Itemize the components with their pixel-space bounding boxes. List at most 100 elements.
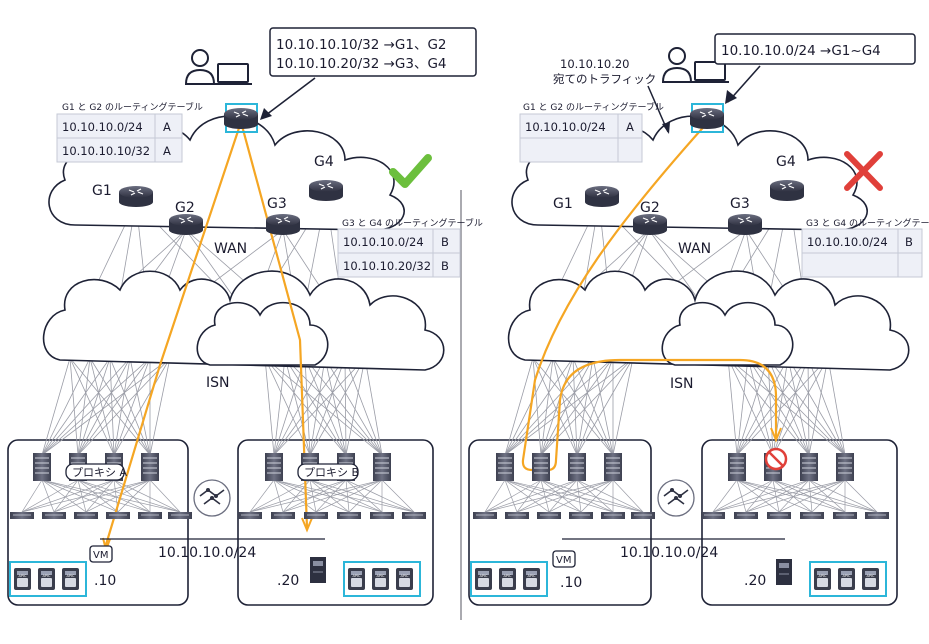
leaf-switch-icon [303,511,329,520]
apic-cluster-a [470,561,548,597]
route-callout [714,33,916,65]
leaf-switch-icon [336,511,362,520]
arrowhead [770,427,782,443]
multisite-icon [657,479,695,517]
leaf-switch-icon [167,511,193,520]
apic-icon [396,568,413,590]
vm-label: VM [556,555,571,566]
leaf-switch-icon [600,511,626,520]
pod-a-box [468,439,652,606]
callout-line-2: 10.10.10.20/32 →G3、G4 [276,56,447,72]
router-g3 [265,213,301,236]
apic-icon [348,568,365,590]
g34-row-1-prefix: 10.10.10.0/24 [807,235,888,249]
apic-cluster-b [343,561,421,597]
arrowhead [301,517,313,533]
traffic-label-arrowhead [662,122,670,134]
proxy-b-label: プロキシ B [304,466,359,479]
spine-switch-icon [835,452,855,482]
label-isn: ISN [206,375,230,391]
proxy-b-badge [297,463,359,481]
server-icon [309,556,327,584]
router-g4 [769,179,805,202]
host-20-label: .20 [277,573,299,589]
pod-a-box [7,439,189,606]
pod-b-box [237,439,434,606]
g34-routing-table: 10.10.10.0/24 B 10.10.10.20/32 B [337,228,461,278]
router-wan-edge [689,107,725,130]
label-wan: WAN [214,241,247,257]
apic-icon [814,568,831,590]
user-icon [185,49,253,85]
leaf-switch-icon [401,511,427,520]
router-g3 [727,213,763,236]
leaf-switch-icon [369,511,395,520]
leaf-switch-icon [766,511,792,520]
spine-switch-icon [372,452,392,482]
leaf-switch-icon [472,511,498,520]
apic-icon [838,568,855,590]
callout-pointer [261,77,316,119]
leaf-switch-icon [73,511,99,520]
router-g2 [632,213,668,236]
label-wan: WAN [678,241,711,257]
apic-icon [523,568,540,590]
proxy-a-label: プロキシ A [72,466,127,479]
host-10-label: .10 [560,575,582,591]
g34-row-1-next-hop: B [905,235,913,249]
apic-icon [14,568,31,590]
traffic-path-to-vm [103,121,243,549]
leaf-switch-icon [105,511,131,520]
apic-icon [475,568,492,590]
leaf-switch-icon [270,511,296,520]
g34-table-title: G3 と G4 のルーティングテーブル [342,217,483,229]
vm-box [552,550,576,568]
host-20-label: .20 [744,573,766,589]
host-10-label: .10 [94,573,116,589]
subnet-label: 10.10.10.0/24 [158,545,256,561]
spine-switch-icon [531,452,551,482]
label-g1: G1 [553,196,573,212]
callout-text: 10.10.10.0/24 →G1~G4 [721,43,881,59]
isn-cloud [42,270,445,371]
server-icon [775,558,793,586]
left-scenario: G1 G2 G3 G4 WAN ISN 10.10.10.10/32 →G1、G… [7,27,483,606]
route-callout [269,27,477,77]
leaf-switch-icon [630,511,656,520]
spine-switch-icon [32,452,52,482]
apic-icon [372,568,389,590]
apic-icon [499,568,516,590]
label-g3: G3 [267,196,287,212]
spine-switch-icon [727,452,747,482]
g12-routing-table: 10.10.10.0/24 A 10.10.10.10/32 A [56,113,183,163]
traffic-label-line-2: 宛てのトラフィック [553,72,656,86]
spine-switch-icon [567,452,587,482]
g12-routing-table: 10.10.10.0/24 A [519,113,643,163]
leaf-switch-icon [700,511,726,520]
vm-label: VM [93,550,108,561]
label-g4: G4 [776,154,796,170]
router-g2 [168,213,204,236]
g12-row-1-next-hop: A [626,120,634,134]
check-icon [389,154,432,188]
apic-cluster-b [809,561,887,597]
apic-icon [62,568,79,590]
callout-arrowhead [260,108,272,120]
leaf-switch-icon [137,511,163,520]
spine-switch-icon [264,452,284,482]
subnet-label: 10.10.10.0/24 [620,545,718,561]
router-g1 [118,185,154,208]
leaf-switch-icon [864,511,890,520]
leaf-switch-icon [832,511,858,520]
g34-routing-table: 10.10.10.0/24 B [801,228,923,278]
isn-cloud [507,270,910,371]
apic-icon [38,568,55,590]
label-isn: ISN [670,376,694,392]
g34-row-1-prefix: 10.10.10.0/24 [343,235,424,249]
leaf-switch-icon [536,511,562,520]
spine-switch-icon [495,452,515,482]
g12-table-title: G1 と G2 のルーティングテーブル [62,101,203,113]
g12-row-1-prefix: 10.10.10.0/24 [525,120,606,134]
apic-icon [862,568,879,590]
